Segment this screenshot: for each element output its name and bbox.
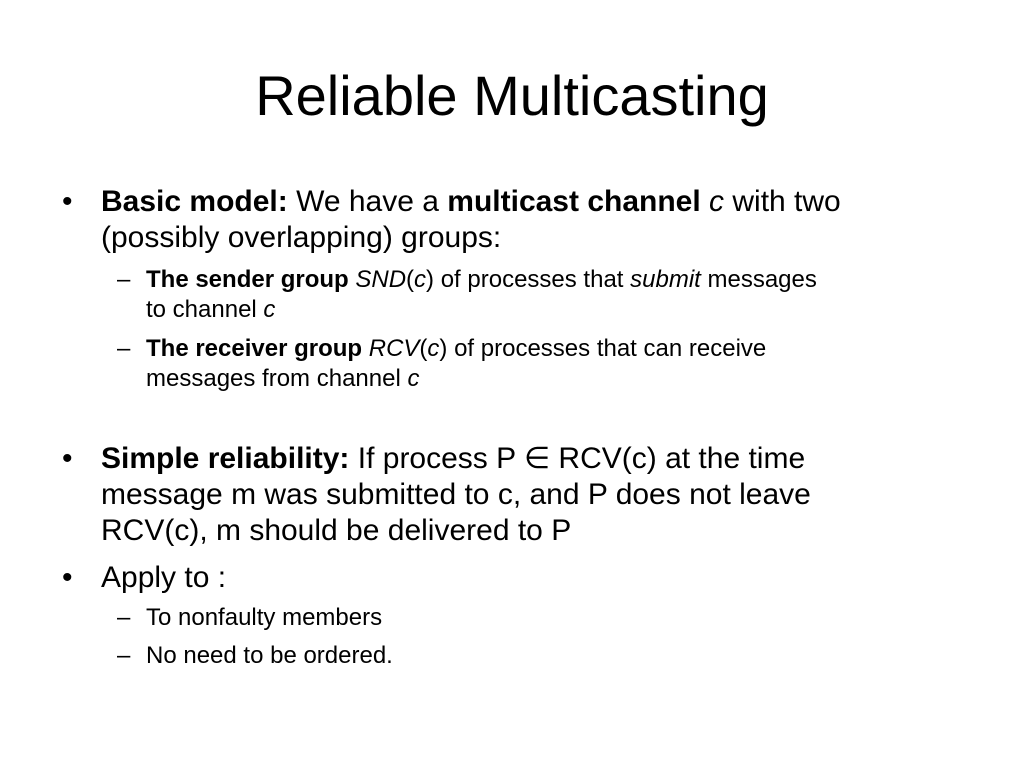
bullet-text: Simple reliability: If process P ∈ RCV(c… <box>101 442 811 547</box>
bold-label: Simple reliability: <box>101 442 350 475</box>
subbullet-text: The receiver group RCV(c) of processes t… <box>146 335 767 392</box>
bullet-text: Basic model: We have a multicast channel… <box>101 185 841 254</box>
bullet-text: Apply to : <box>101 561 227 594</box>
slide-title: Reliable Multicasting <box>255 64 769 127</box>
subbullet-text: The sender group SND(c) of processes tha… <box>146 266 817 323</box>
bold-label: Basic model: <box>101 185 288 218</box>
bullet-marker: • <box>62 442 73 475</box>
subbullet-marker: – <box>117 604 131 631</box>
subbullet-marker: – <box>117 642 131 669</box>
bullet-marker: • <box>62 561 73 594</box>
subbullet-marker: – <box>117 335 131 362</box>
bold-term: multicast channel <box>447 185 701 218</box>
subbullet-text: No need to be ordered. <box>146 642 393 669</box>
subbullet-text: To nonfaulty members <box>146 604 383 631</box>
subbullet-marker: – <box>117 266 131 293</box>
bullet-marker: • <box>62 185 73 218</box>
